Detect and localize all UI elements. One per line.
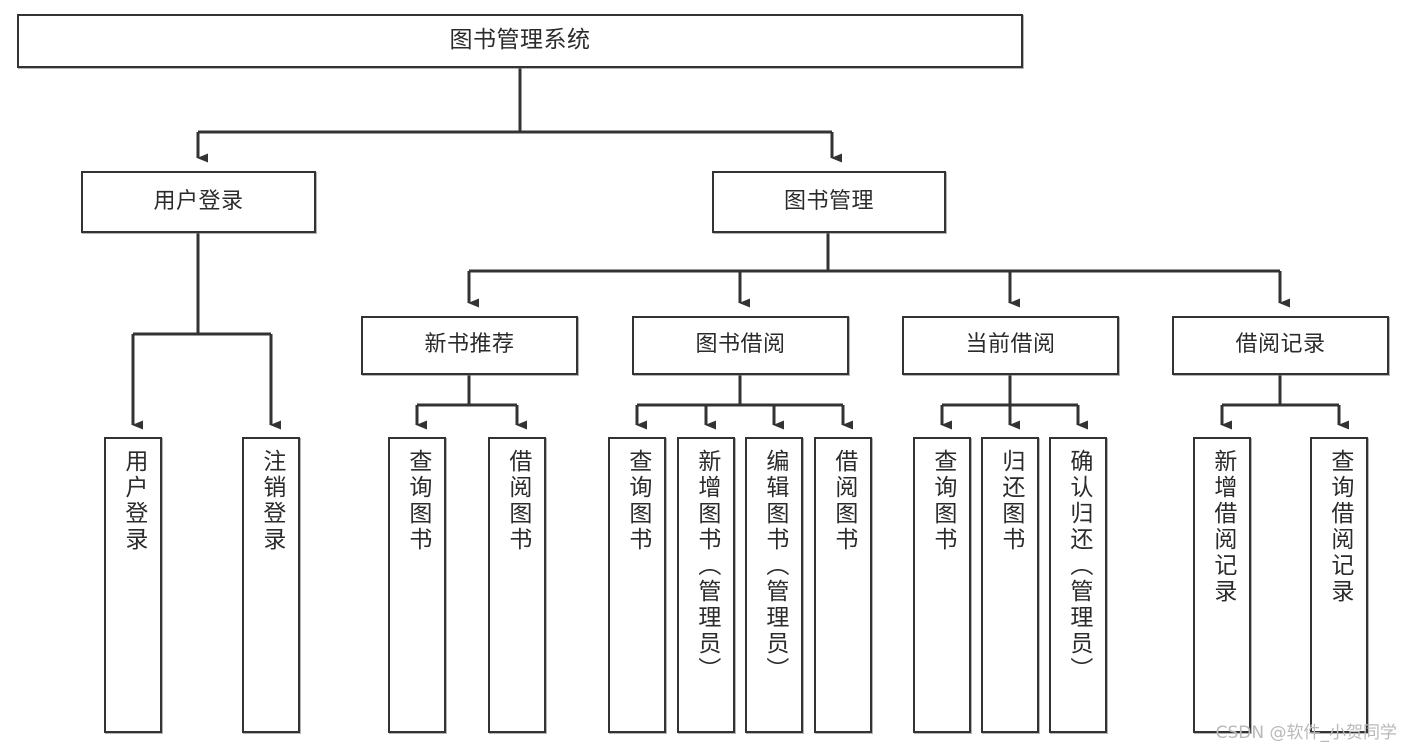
leaf-book-borrow-borrow[interactable]: 借阅图书 xyxy=(814,437,872,733)
node-label: 查询图书 xyxy=(624,449,651,553)
edges-book-borrow-to-leaves xyxy=(635,375,853,430)
leaf-user-login-login[interactable]: 用户登录 xyxy=(104,437,162,733)
node-label: 新书推荐 xyxy=(424,332,515,358)
node-label: 借阅记录 xyxy=(1235,332,1326,358)
leaf-book-borrow-query[interactable]: 查询图书 xyxy=(608,437,666,733)
leaf-current-borrow-return[interactable]: 归还图书 xyxy=(981,437,1039,733)
edges-root-to-level2 xyxy=(196,68,842,163)
node-label: 图书借阅 xyxy=(695,332,786,358)
node-book-management[interactable]: 图书管理 xyxy=(712,171,946,233)
node-label: 用户登录 xyxy=(120,449,147,553)
leaf-current-borrow-query[interactable]: 查询图书 xyxy=(913,437,971,733)
edges-level2-to-level3 xyxy=(467,233,1290,308)
node-label: 当前借阅 xyxy=(965,332,1056,358)
node-label: 图书管理系统 xyxy=(449,27,591,54)
leaf-book-borrow-add[interactable]: 新增图书（管理员） xyxy=(677,437,735,733)
leaf-borrow-record-query[interactable]: 查询借阅记录 xyxy=(1310,437,1368,733)
leaf-current-borrow-confirm-return[interactable]: 确认归还（管理员） xyxy=(1049,437,1107,733)
node-label: 新增图书（管理员） xyxy=(693,449,720,683)
leaf-user-login-logout[interactable]: 注销登录 xyxy=(242,437,300,733)
node-label: 图书管理 xyxy=(783,188,874,214)
node-label: 借阅图书 xyxy=(830,449,857,553)
edges-user-login-to-leaves xyxy=(131,233,281,430)
edges-borrow-record-to-leaves xyxy=(1220,375,1349,430)
node-label: 归还图书 xyxy=(997,449,1024,553)
node-root-book-management-system[interactable]: 图书管理系统 xyxy=(17,14,1023,68)
node-label: 注销登录 xyxy=(258,449,285,553)
node-label: 查询借阅记录 xyxy=(1326,449,1353,605)
node-user-login[interactable]: 用户登录 xyxy=(81,171,316,233)
node-label: 查询图书 xyxy=(404,449,431,553)
node-label: 借阅图书 xyxy=(504,449,531,553)
node-label: 确认归还（管理员） xyxy=(1065,449,1092,683)
leaf-book-borrow-edit[interactable]: 编辑图书（管理员） xyxy=(745,437,803,733)
leaf-new-book-borrow[interactable]: 借阅图书 xyxy=(488,437,546,733)
edges-new-book-to-leaves xyxy=(415,375,527,430)
node-label: 新增借阅记录 xyxy=(1209,449,1236,605)
node-book-borrow[interactable]: 图书借阅 xyxy=(632,316,849,375)
edges-current-borrow-to-leaves xyxy=(940,375,1088,430)
node-current-borrow[interactable]: 当前借阅 xyxy=(902,316,1119,375)
node-new-book-recommend[interactable]: 新书推荐 xyxy=(361,316,578,375)
node-borrow-record[interactable]: 借阅记录 xyxy=(1172,316,1389,375)
watermark-csdn: CSDN @软件_小贺同学 xyxy=(1215,723,1397,743)
node-label: 查询图书 xyxy=(929,449,956,553)
leaf-new-book-query[interactable]: 查询图书 xyxy=(388,437,446,733)
node-label: 用户登录 xyxy=(153,188,244,214)
leaf-borrow-record-add[interactable]: 新增借阅记录 xyxy=(1193,437,1251,733)
node-label: 编辑图书（管理员） xyxy=(761,449,788,683)
